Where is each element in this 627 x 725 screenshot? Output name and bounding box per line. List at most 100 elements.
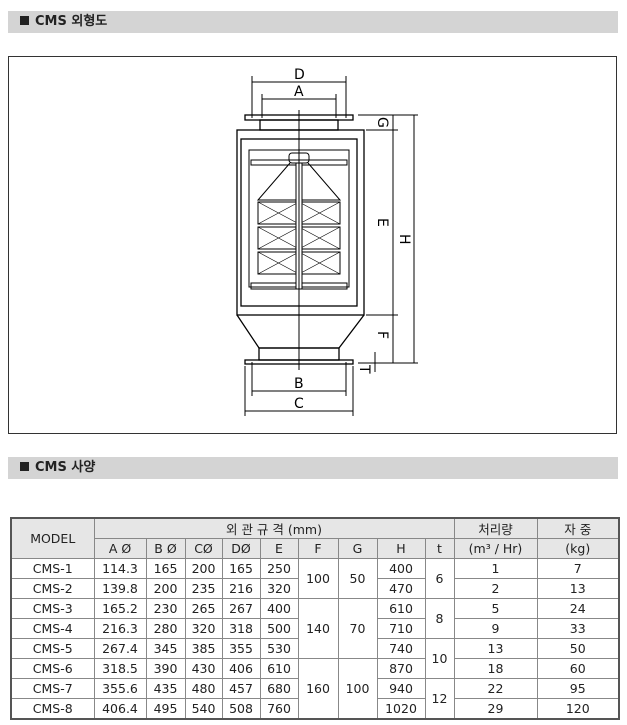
cell-d: 406	[221, 658, 261, 679]
cell-e: 400	[259, 598, 299, 619]
cell-flow: 22	[453, 678, 538, 699]
cell-d: 165	[221, 558, 261, 579]
cell-model: CMS-1	[10, 558, 95, 579]
label-c: C	[294, 396, 304, 412]
cell-c: 265	[184, 598, 223, 619]
cell-weight: 50	[536, 638, 620, 659]
header-flow-unit: (m³ / Hr)	[453, 538, 538, 559]
header-c: CØ	[184, 538, 223, 559]
cell-model: CMS-4	[10, 618, 95, 639]
cell-e: 320	[259, 578, 299, 599]
square-bullet-icon	[20, 16, 29, 25]
cell-d: 318	[221, 618, 261, 639]
cell-d: 355	[221, 638, 261, 659]
cell-flow: 2	[453, 578, 538, 599]
cell-d: 508	[221, 698, 261, 720]
square-bullet-icon	[20, 462, 29, 471]
cell-model: CMS-7	[10, 678, 95, 699]
cell-b: 345	[145, 638, 186, 659]
cell-flow: 9	[453, 618, 538, 639]
cell-h: 610	[376, 598, 426, 619]
cell-h: 740	[376, 638, 426, 659]
cell-e: 530	[259, 638, 299, 659]
header-h: H	[376, 538, 426, 559]
header-a: A Ø	[93, 538, 147, 559]
cell-c: 235	[184, 578, 223, 599]
cell-model: CMS-2	[10, 578, 95, 599]
header-e: E	[259, 538, 299, 559]
header-g: G	[337, 538, 378, 559]
cell-c: 540	[184, 698, 223, 720]
cell-f: 100	[297, 558, 339, 599]
cell-weight: 13	[536, 578, 620, 599]
cell-weight: 95	[536, 678, 620, 699]
cell-t: 8	[424, 598, 455, 639]
cell-d: 267	[221, 598, 261, 619]
header-weight-unit: (kg)	[536, 538, 620, 559]
cell-c: 385	[184, 638, 223, 659]
cell-flow: 1	[453, 558, 538, 579]
cell-e: 500	[259, 618, 299, 639]
label-b: B	[294, 376, 304, 392]
cell-a: 114.3	[93, 558, 147, 579]
cell-weight: 33	[536, 618, 620, 639]
spec-table: MODEL 외 관 규 격 (mm) 처리량 자 중 A Ø B Ø CØ DØ…	[10, 517, 620, 720]
cell-b: 230	[145, 598, 186, 619]
label-d: D	[294, 67, 305, 83]
cell-a: 165.2	[93, 598, 147, 619]
label-f: F	[374, 331, 390, 339]
cell-flow: 5	[453, 598, 538, 619]
cell-c: 200	[184, 558, 223, 579]
cell-h: 400	[376, 558, 426, 579]
label-g: G	[374, 117, 390, 128]
cell-f: 140	[297, 598, 339, 659]
header-t: t	[424, 538, 455, 559]
cell-a: 406.4	[93, 698, 147, 720]
label-t: T	[356, 364, 372, 374]
cell-weight: 120	[536, 698, 620, 720]
cell-g: 100	[337, 658, 378, 720]
header-weight: 자 중	[536, 517, 620, 539]
cell-e: 610	[259, 658, 299, 679]
cell-c: 480	[184, 678, 223, 699]
cell-h: 870	[376, 658, 426, 679]
cell-b: 280	[145, 618, 186, 639]
dimension-lines	[244, 76, 418, 416]
cell-h: 710	[376, 618, 426, 639]
cell-a: 216.3	[93, 618, 147, 639]
cell-model: CMS-5	[10, 638, 95, 659]
cell-d: 457	[221, 678, 261, 699]
section-header-outline: CMS 외형도	[8, 11, 618, 33]
cell-weight: 60	[536, 658, 620, 679]
header-b: B Ø	[145, 538, 186, 559]
cell-flow: 29	[453, 698, 538, 720]
cell-weight: 24	[536, 598, 620, 619]
cell-b: 390	[145, 658, 186, 679]
label-h: H	[396, 234, 412, 245]
cell-model: CMS-8	[10, 698, 95, 720]
cell-h: 940	[376, 678, 426, 699]
cell-c: 320	[184, 618, 223, 639]
cell-g: 50	[337, 558, 378, 599]
cms-drawing: D A B C G E F H T	[236, 67, 418, 416]
outline-diagram	[8, 56, 617, 434]
cell-b: 495	[145, 698, 186, 720]
cell-h: 1020	[376, 698, 426, 720]
cell-c: 430	[184, 658, 223, 679]
cell-b: 435	[145, 678, 186, 699]
header-model: MODEL	[10, 517, 95, 559]
cell-a: 267.4	[93, 638, 147, 659]
cell-h: 470	[376, 578, 426, 599]
header-d: DØ	[221, 538, 261, 559]
cell-d: 216	[221, 578, 261, 599]
cell-f: 160	[297, 658, 339, 720]
section-title: CMS 사양	[35, 460, 96, 475]
cell-b: 200	[145, 578, 186, 599]
cell-t: 12	[424, 678, 455, 720]
